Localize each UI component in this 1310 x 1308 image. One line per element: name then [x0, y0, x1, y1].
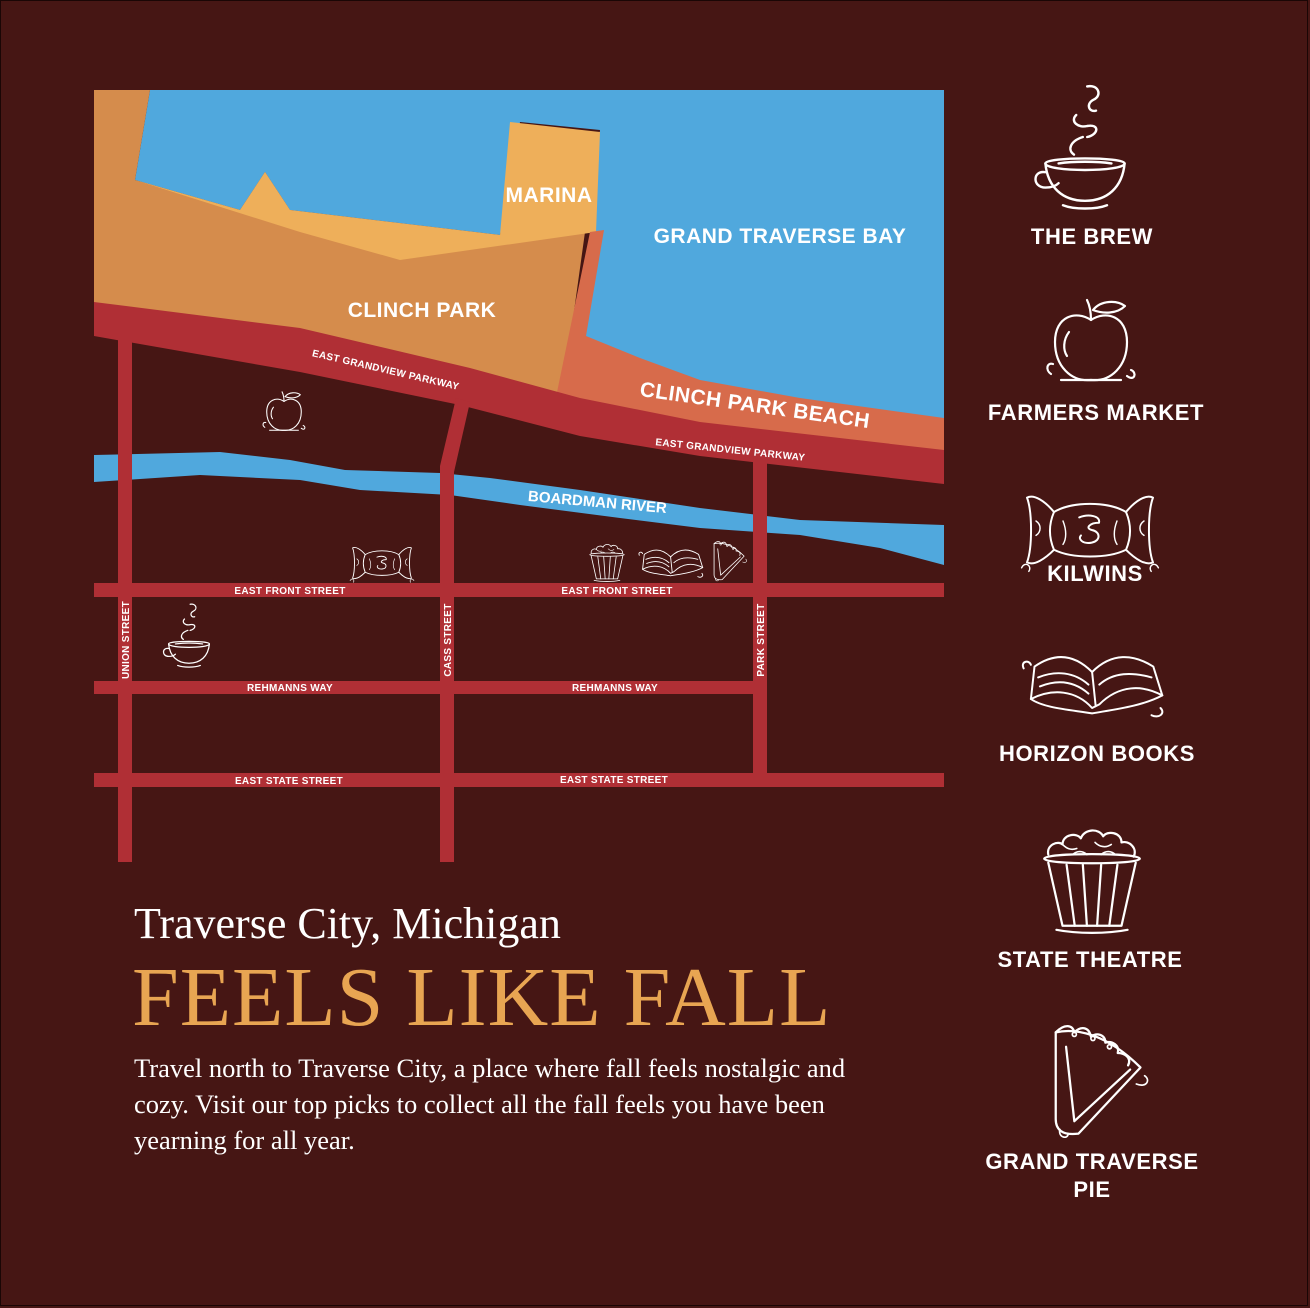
east-state-street-label-west: EAST STATE STREET — [235, 776, 343, 787]
farmers-market-legend-apple-icon — [1046, 298, 1136, 382]
body-text: Travel north to Traverse City, a place w… — [134, 1053, 846, 1155]
rehmanns-way-label-east: REHMANNS WAY — [572, 683, 658, 694]
grand-traverse-pie-legend-pie-icon — [1054, 1024, 1149, 1139]
grand-traverse-bay-water — [94, 90, 944, 420]
east-front-street-label-east: EAST FRONT STREET — [561, 586, 672, 597]
legend-label-the-brew[interactable]: THE BREW — [1030, 224, 1154, 249]
horizon-books-legend-book-icon — [1021, 656, 1164, 718]
union-street-label: UNION STREET — [121, 601, 132, 679]
state-theatre-legend-popcorn-icon — [1043, 829, 1141, 935]
grand-traverse-bay-label: GRAND TRAVERSE BAY — [654, 225, 907, 248]
clinch-park-label: CLINCH PARK — [348, 299, 497, 322]
cass-street-label: CASS STREET — [443, 603, 454, 676]
boardman-river — [94, 452, 944, 565]
cass-street-road — [440, 398, 470, 862]
legend-label-horizon-books[interactable]: HORIZON BOOKS — [998, 741, 1196, 766]
east-state-street-label-east: EAST STATE STREET — [560, 775, 668, 786]
legend-label-farmers-market[interactable]: FARMERS MARKET — [987, 400, 1205, 425]
east-state-street-road — [94, 773, 944, 787]
legend-label-grand-traverse-pie[interactable]: GRAND TRAVERSE PIE — [985, 1149, 1199, 1202]
marina-area — [135, 122, 600, 260]
east-grandview-parkway-road — [94, 302, 944, 484]
union-street-road — [118, 334, 132, 862]
park-street-label: PARK STREET — [756, 603, 767, 676]
east-front-street-road — [94, 583, 944, 597]
subtitle: Traverse City, Michigan — [134, 899, 561, 948]
east-front-street-label-west: EAST FRONT STREET — [234, 586, 345, 597]
headline: FEELS LIKE FALL — [132, 951, 832, 1044]
rehmanns-way-label-west: REHMANNS WAY — [247, 683, 333, 694]
legend-label-kilwins[interactable]: KILWINS — [1047, 561, 1143, 586]
legend-label-state-theatre[interactable]: STATE THEATRE — [997, 947, 1183, 972]
the-brew-legend-coffee-cup-icon — [1034, 84, 1126, 210]
clinch-park-beach-area — [555, 230, 944, 460]
marina-label: MARINA — [506, 184, 593, 207]
park-street-road — [753, 462, 767, 774]
rehmanns-way-road — [94, 681, 760, 694]
